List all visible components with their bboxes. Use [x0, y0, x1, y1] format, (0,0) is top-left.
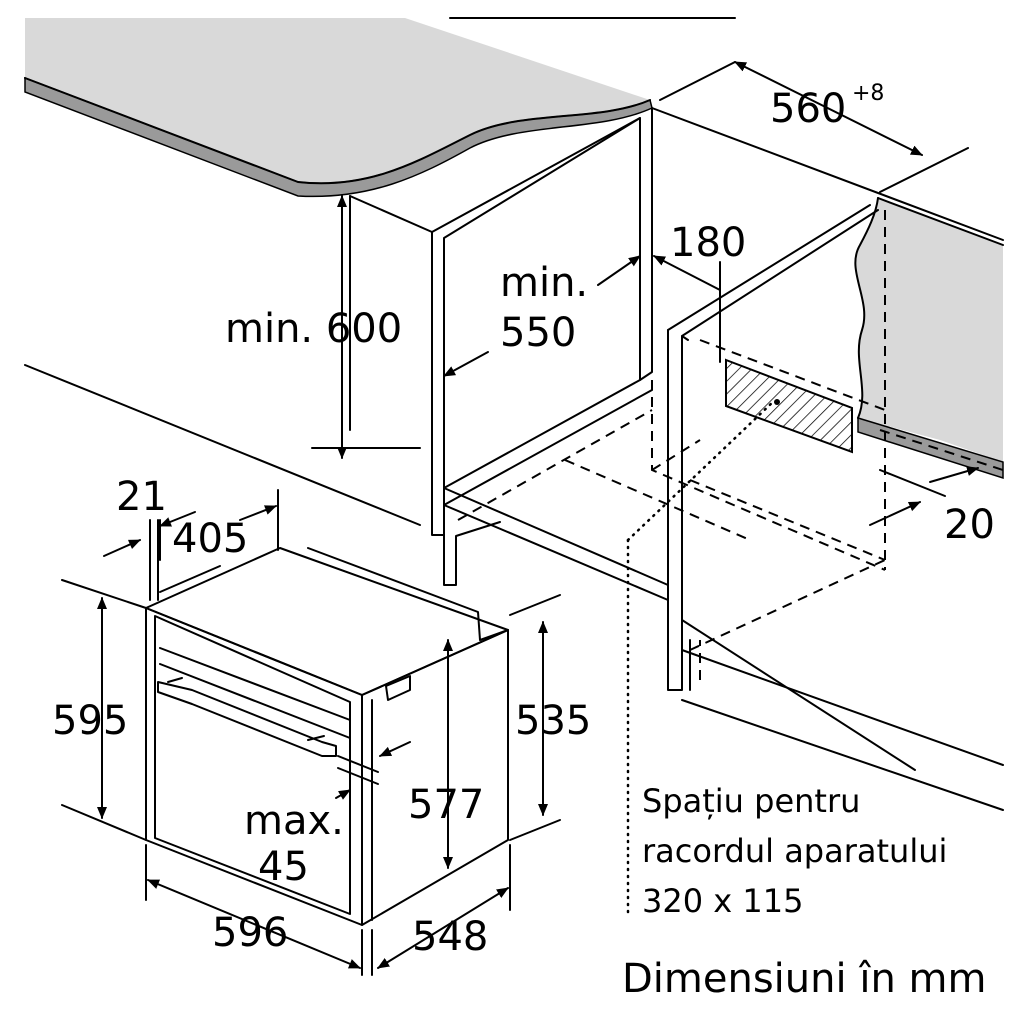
label-max-2: 45 [258, 844, 309, 890]
label-cabinet-width: 560 [770, 86, 846, 132]
dimension-labels: 560 +8 min. 600 min. 550 180 20 21 405 5… [52, 81, 995, 960]
note-line-1: Spațiu pentru [642, 782, 860, 820]
oven-appliance [145, 547, 509, 926]
connection-area [725, 358, 853, 454]
countertop-left [24, 18, 653, 198]
label-rear-gap: 20 [944, 502, 995, 548]
label-oven-height: 595 [52, 698, 128, 744]
connection-note: Spațiu pentru racordul aparatului 320 x … [642, 782, 947, 920]
caption-units: Dimensiuni în mm [622, 956, 986, 1002]
label-body-height: 535 [515, 698, 591, 744]
dimension-lines [61, 61, 979, 976]
label-depth-405: 405 [172, 516, 248, 562]
label-min-height: min. 600 [225, 306, 402, 352]
cabinet-structure [24, 17, 1004, 917]
label-oven-depth: 548 [412, 914, 488, 960]
label-min-depth-1: min. [500, 260, 588, 306]
label-front-trim: 21 [116, 474, 167, 520]
label-width-tolerance: +8 [852, 81, 884, 106]
note-line-3: 320 x 115 [642, 882, 803, 920]
countertop-right [854, 197, 1004, 480]
label-oven-width: 596 [212, 910, 288, 956]
label-min-depth-2: 550 [500, 310, 576, 356]
label-inner-height: 577 [408, 782, 484, 828]
note-line-2: racordul aparatului [642, 832, 947, 870]
label-max-1: max. [244, 798, 344, 844]
label-vent-offset: 180 [670, 220, 746, 266]
